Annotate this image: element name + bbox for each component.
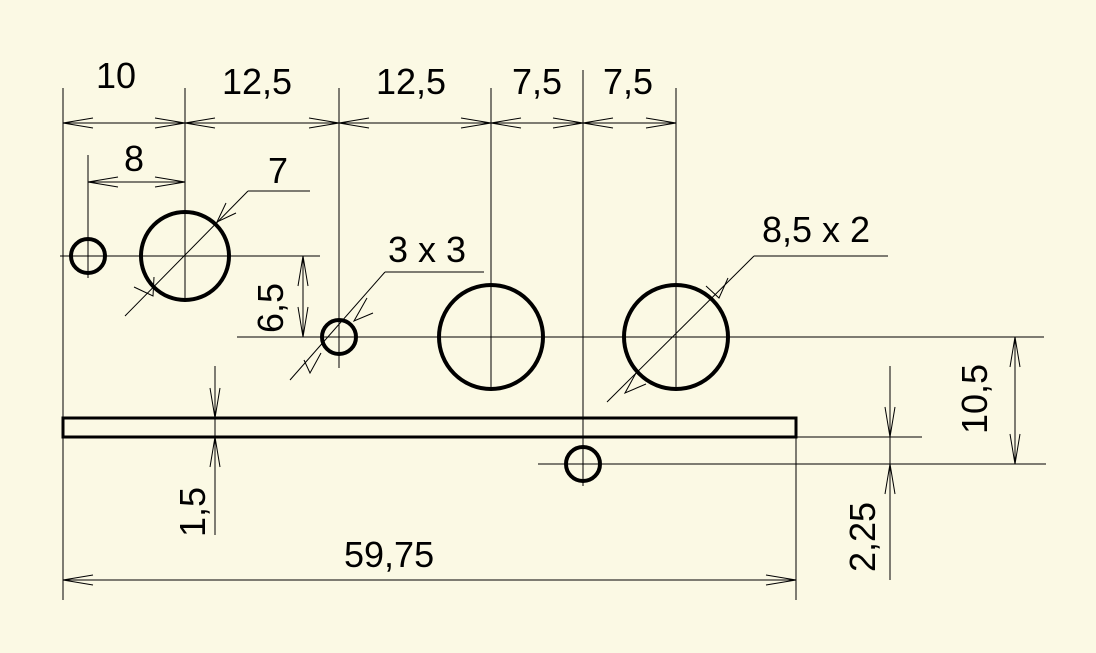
dimension-6-5-line bbox=[297, 255, 309, 338]
dimension-8-line bbox=[87, 176, 186, 188]
diameter-7-leader bbox=[124, 190, 310, 317]
label-3x3: 3 x 3 bbox=[388, 229, 466, 270]
label-59-75: 59,75 bbox=[344, 534, 434, 575]
holes bbox=[69, 210, 730, 483]
label-10-5: 10,5 bbox=[954, 364, 995, 434]
holes-8-5x2-leader bbox=[606, 255, 888, 403]
label-top-12-5-a: 12,5 bbox=[222, 61, 292, 102]
dimension-2-25-line bbox=[884, 366, 896, 580]
hole-centerlines bbox=[184, 236, 677, 374]
label-2-25: 2,25 bbox=[842, 502, 883, 572]
dimension-labels: 10 12,5 12,5 7,5 7,5 8 7 3 x 3 8,5 x 2 5… bbox=[96, 55, 995, 575]
dimension-10-5-line bbox=[1009, 336, 1021, 465]
label-8: 8 bbox=[124, 138, 144, 179]
hole-8-5-first bbox=[437, 283, 545, 391]
label-1-5: 1,5 bbox=[172, 487, 213, 537]
hole-below-plate bbox=[564, 445, 602, 483]
dimension-59-75-line bbox=[62, 574, 797, 586]
hole-8-5-second bbox=[622, 283, 730, 391]
label-top-7-5-b: 7,5 bbox=[603, 61, 653, 102]
extension-lines bbox=[60, 70, 1046, 600]
plate bbox=[61, 416, 798, 439]
label-6-5: 6,5 bbox=[250, 283, 291, 333]
top-dimension-line bbox=[62, 117, 677, 129]
hole-3x3 bbox=[320, 318, 358, 356]
label-top-12-5-b: 12,5 bbox=[376, 61, 446, 102]
holes-3x3-leader bbox=[289, 271, 484, 381]
small-hole-left bbox=[69, 237, 107, 275]
label-top-10: 10 bbox=[96, 55, 136, 96]
label-top-7-5-a: 7,5 bbox=[512, 61, 562, 102]
hole-diameter-7 bbox=[139, 210, 231, 302]
label-8-5x2: 8,5 x 2 bbox=[762, 209, 870, 250]
label-diameter-7: 7 bbox=[268, 150, 288, 191]
